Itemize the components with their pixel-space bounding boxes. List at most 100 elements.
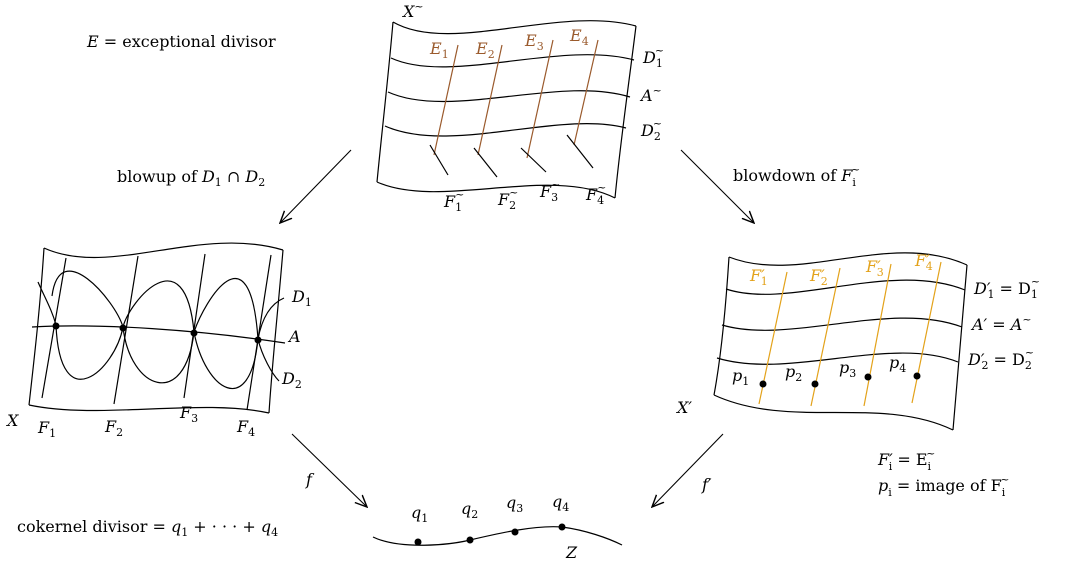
z-point-q1	[414, 538, 422, 546]
f3-prime-label: F′3	[865, 257, 884, 279]
xp-curve-d2	[716, 352, 959, 365]
f3-label: F3	[179, 403, 198, 425]
f4-label: F4	[236, 417, 255, 439]
xp-point-p1	[759, 380, 767, 388]
x-prime-label: X′	[675, 398, 692, 417]
p4-label: p4	[889, 353, 906, 375]
x-tilde-curve-a	[387, 90, 631, 103]
x-tilde-f1-segment	[429, 144, 449, 176]
xp-f3-line	[863, 263, 892, 407]
d2-prime-eq-label: D′2 = D2~	[967, 346, 1034, 372]
x-curve-a	[31, 325, 286, 344]
x-tilde-right-edge	[614, 25, 637, 199]
blowup-arrow	[280, 149, 352, 223]
x-tilde-e4-line	[573, 39, 599, 146]
e3-label: E3	[524, 31, 544, 53]
xp-right-edge	[952, 264, 968, 431]
xp-point-p3	[864, 373, 872, 381]
d1-prime-eq-label: D′1 = D1~	[973, 275, 1040, 301]
d1-label: D1	[291, 287, 312, 309]
z-label: Z	[565, 543, 578, 562]
q1-label: q1	[411, 503, 428, 525]
p-image-note: pi = image of Fi~	[878, 473, 1009, 499]
x-tilde-bottom-edge	[376, 181, 616, 199]
x-intersection-point-2	[119, 324, 127, 332]
z-point-q4	[558, 523, 566, 531]
xp-top-edge	[728, 252, 968, 266]
blowdown-arrow	[680, 149, 754, 223]
f1-prime-label: F′1	[749, 266, 768, 288]
p1-label: p1	[732, 366, 749, 388]
x-tilde-f4-segment	[566, 134, 594, 169]
xp-left-edge	[713, 256, 730, 396]
p3-label: p3	[839, 358, 856, 380]
x-fiber-f3	[183, 253, 206, 399]
x-tilde-f2-segment	[473, 147, 498, 178]
p2-label: p2	[785, 362, 802, 384]
surface-x: X F1 F2 F3 F4 D1 A D2	[5, 242, 312, 440]
xp-point-p2	[811, 380, 819, 388]
e4-label: E4	[569, 26, 589, 48]
blowdown-label: blowdown of Fi~	[733, 163, 860, 189]
curve-z: q1 q2 q3 q4 Z	[372, 492, 623, 562]
f1-tilde-label: F1~	[443, 188, 464, 214]
x-tilde-f3-segment	[520, 147, 547, 173]
d1-tilde-label: D1~	[642, 44, 664, 70]
x-intersection-point-1	[52, 322, 60, 330]
a-label: A	[287, 327, 301, 346]
f4-prime-label: F′4	[914, 251, 933, 273]
x-label: X	[5, 411, 19, 430]
f-prime-arrow	[652, 433, 724, 507]
x-tilde-label: X~	[401, 0, 424, 21]
f2-label: F2	[104, 417, 123, 439]
x-left-edge	[28, 247, 45, 406]
f2-tilde-label: F2~	[497, 186, 518, 212]
q4-label: q4	[552, 492, 569, 514]
x-tilde-e2-line	[477, 44, 503, 156]
cokernel-note: cokernel divisor = q1 + · · · + q4	[17, 517, 278, 539]
q3-label: q3	[506, 493, 523, 515]
z-point-q3	[511, 528, 519, 536]
d2-label: D2	[281, 369, 302, 391]
q2-label: q2	[461, 499, 478, 521]
xp-curve-d1	[725, 279, 966, 295]
x-top-edge	[43, 242, 284, 259]
f3-tilde-label: F3~	[539, 178, 560, 204]
f-prime-eq-note: F′i = Ei~	[877, 447, 935, 473]
f-prime-label: f′	[701, 475, 712, 494]
e1-label: E1	[429, 39, 449, 61]
x-tilde-e3-line	[526, 39, 554, 159]
x-tilde-left-edge	[376, 21, 394, 183]
xp-curve-a	[721, 317, 963, 331]
f1-label: F1	[37, 418, 56, 440]
z-curve	[372, 526, 623, 546]
a-tilde-label: A~	[639, 84, 662, 105]
x-bottom-edge	[28, 404, 270, 414]
f-arrow	[291, 433, 367, 507]
x-intersection-point-4	[254, 336, 262, 344]
x-curve-d2	[37, 281, 280, 390]
a-prime-eq-label: A′ = A~	[970, 313, 1032, 334]
surface-x-tilde: X~ E1 E2 E3 E4 D1~ A~ D2~ F1~ F2~ F3~ F4…	[376, 0, 664, 214]
xp-point-p4	[913, 372, 921, 380]
e2-label: E2	[475, 39, 495, 61]
xp-f4-line	[911, 261, 942, 404]
x-right-edge	[268, 249, 284, 414]
f4-tilde-label: F4~	[585, 181, 606, 207]
x-intersection-point-3	[190, 329, 198, 337]
z-point-q2	[466, 536, 474, 544]
x-curve-d1	[51, 270, 285, 340]
surface-x-prime: F′1 F′2 F′3 F′4 p1 p2 p3 p4 X′ D′1 = D1~…	[675, 251, 1040, 431]
x-fiber-f4	[246, 254, 272, 411]
exceptional-divisor-note: E = exceptional divisor	[86, 32, 276, 51]
f-label: f	[305, 470, 315, 489]
xp-bottom-edge	[713, 394, 954, 431]
x-fiber-f2	[113, 255, 139, 405]
x-tilde-curve-d2	[384, 123, 627, 137]
blowup-label: blowup of D1 ∩ D2	[117, 167, 265, 189]
f2-prime-label: F′2	[809, 266, 828, 288]
x-tilde-top-edge	[392, 20, 637, 35]
x-tilde-e1-line	[433, 44, 459, 156]
x-tilde-curve-d1	[390, 54, 635, 68]
